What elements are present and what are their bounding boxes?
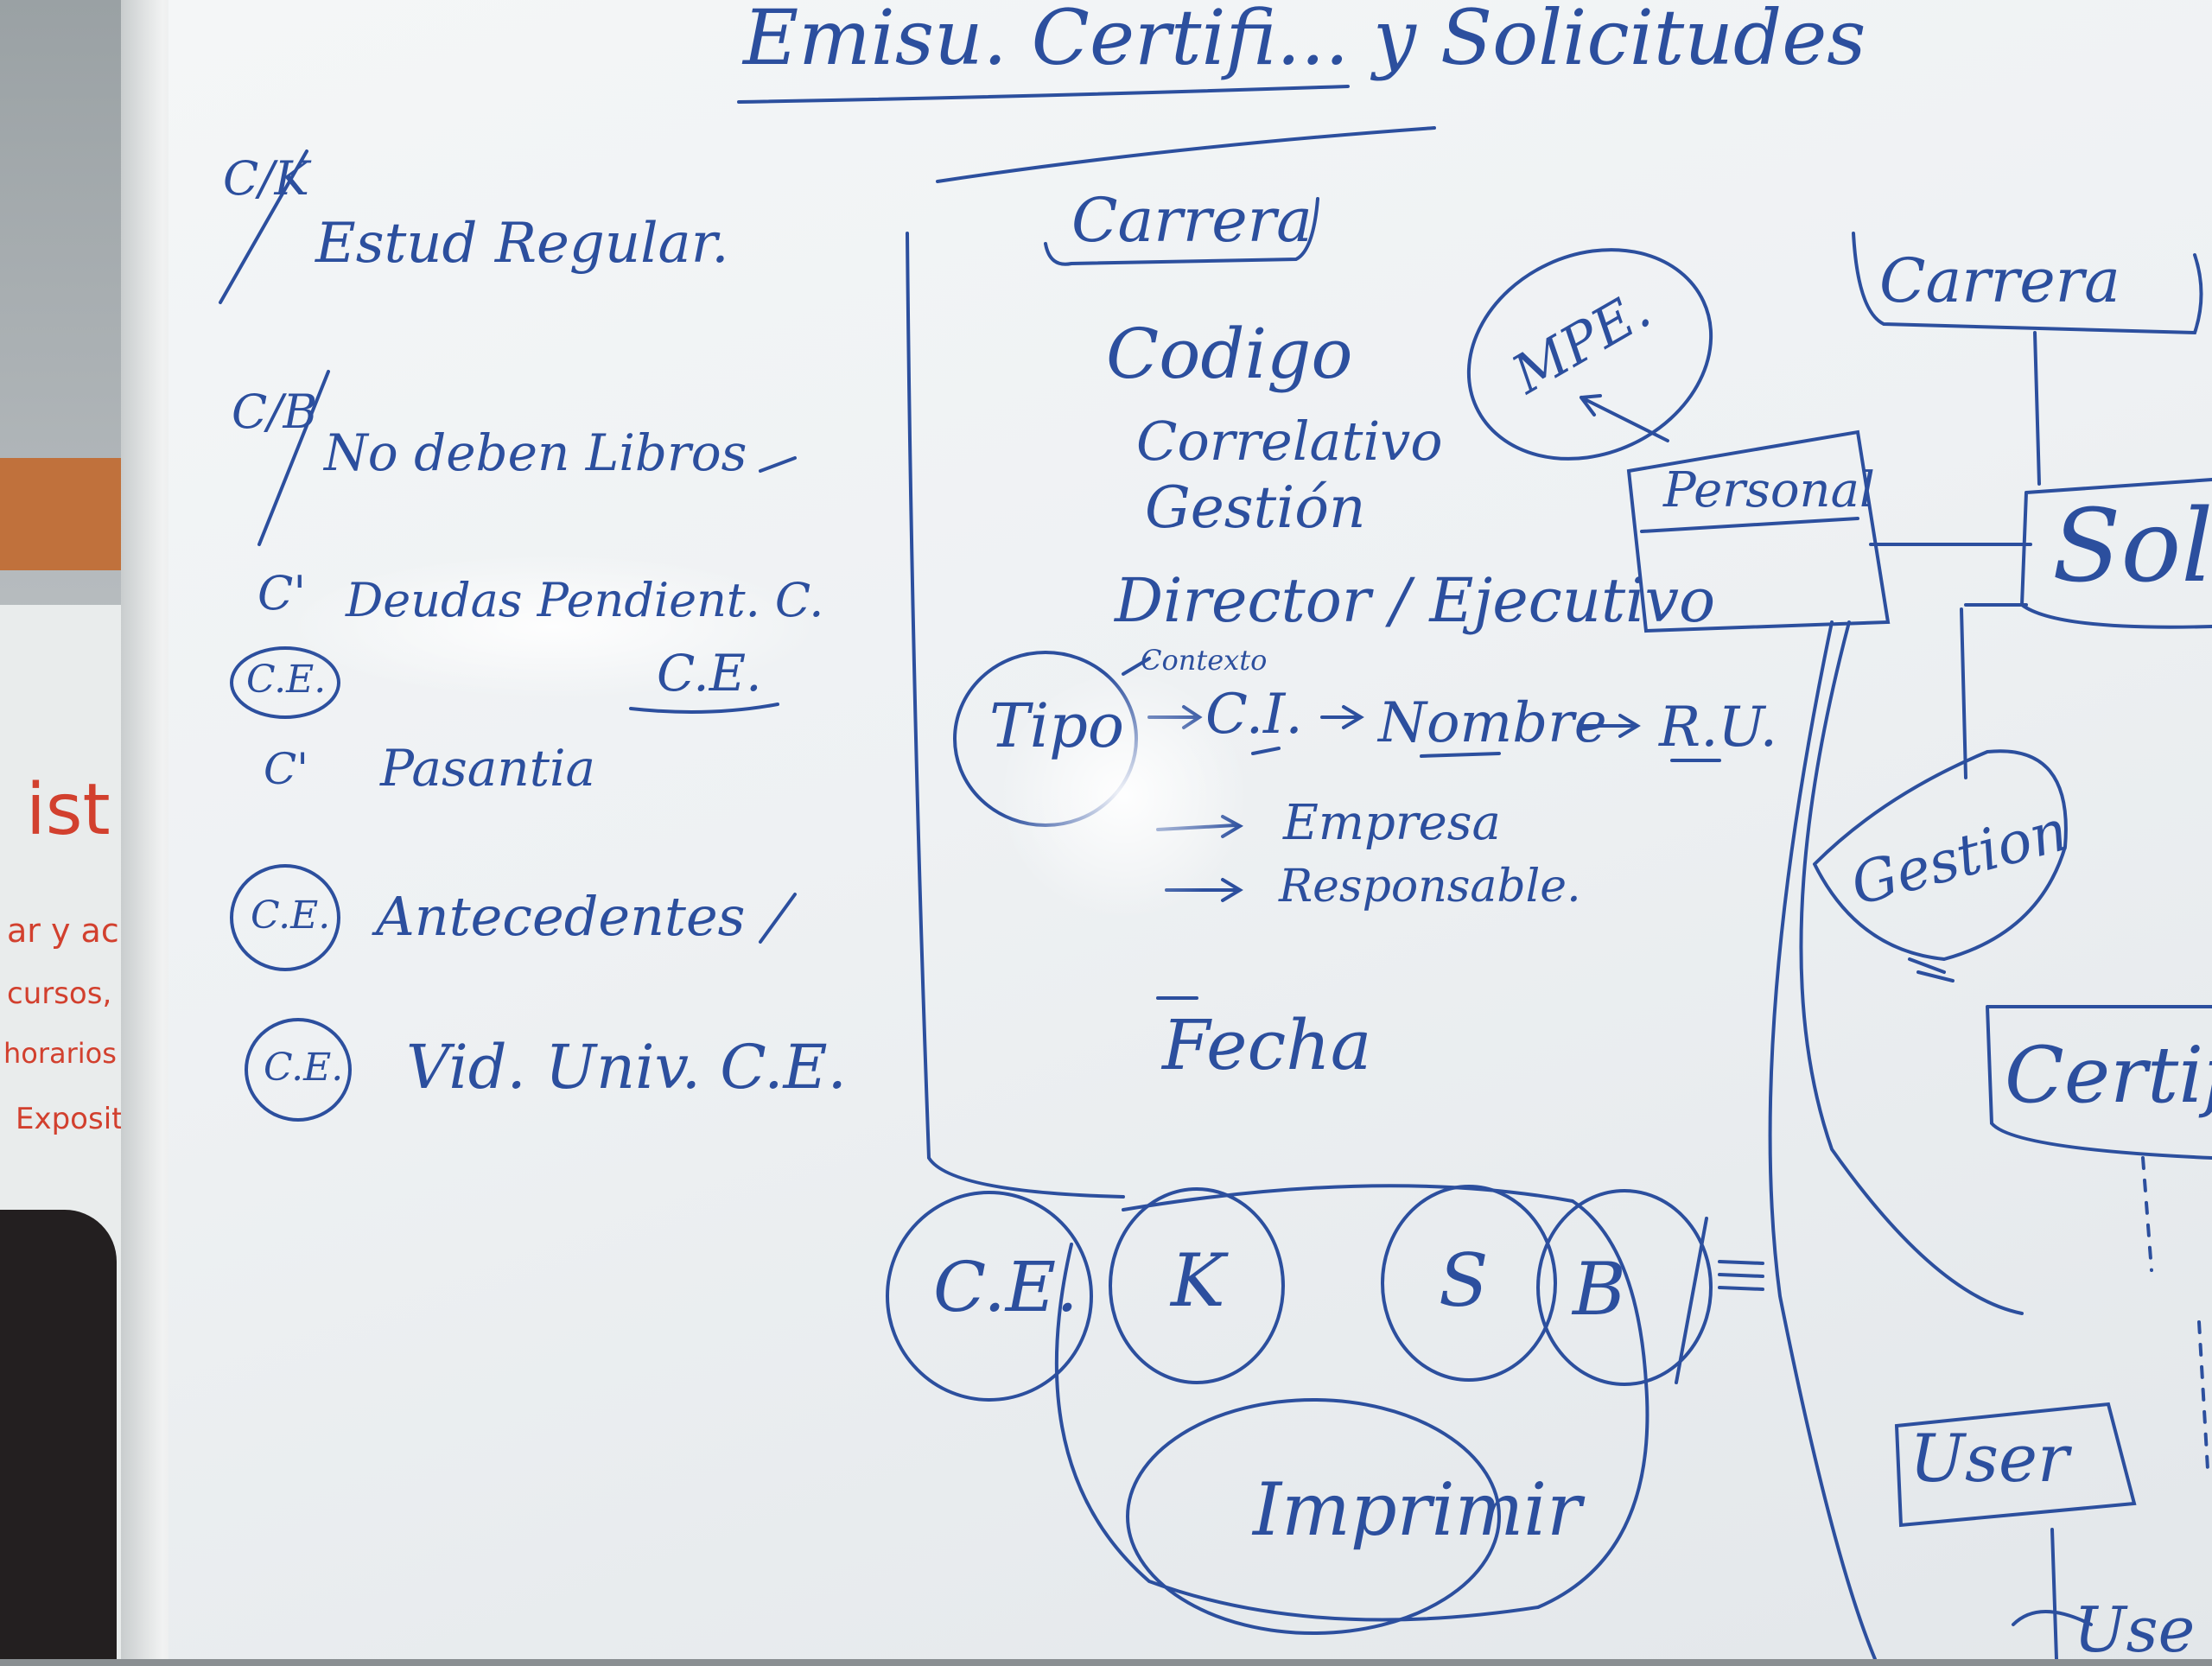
chain-ru: R.U. — [1659, 696, 1777, 760]
personal-label: Personal — [1663, 462, 1875, 518]
circle-b: B — [1573, 1247, 1626, 1332]
tipo-small-label: Contexto — [1141, 644, 1268, 677]
solicitud-label: Sol — [2052, 488, 2212, 605]
list-item: Vid. Univ. C.E. — [406, 1032, 847, 1103]
circle-s: S — [1439, 1238, 1489, 1323]
list-item: Antecedentes — [376, 885, 746, 948]
field-correlativo: Correlativo — [1136, 410, 1443, 473]
chain-ci: C.I. — [1205, 683, 1303, 747]
list-prefix: C' — [264, 744, 309, 794]
chair-back — [0, 1210, 117, 1659]
field-codigo: Codigo — [1106, 314, 1353, 394]
chain-nombre: Nombre — [1378, 691, 1607, 755]
poster-text-2: ar y ac — [7, 912, 119, 950]
imprimir-label: Imprimir — [1253, 1467, 1582, 1552]
light-glare-2 — [994, 674, 1253, 916]
field-fecha: Fecha — [1162, 1005, 1372, 1085]
poster-text-1: ist — [26, 769, 111, 851]
career-title: Carrera — [1071, 185, 1313, 256]
list-item: Estud Regular. — [315, 212, 729, 276]
field-director: Director / Ejecutivo — [1115, 565, 1716, 636]
list-item: C.E. — [657, 644, 762, 703]
list-prefix: C/K — [223, 151, 309, 206]
poster-text-3: cursos, — [7, 976, 112, 1011]
list-prefix: C' — [257, 566, 307, 620]
certif-label: Certif — [2005, 1030, 2212, 1121]
user-label-2: Use — [2074, 1593, 2196, 1666]
list-item: Deudas Pendient. C. — [346, 573, 824, 627]
list-item: Pasantia — [380, 739, 596, 798]
sub-field-responsable: Responsable. — [1279, 861, 1581, 912]
list-prefix: C.E. — [246, 658, 327, 702]
light-glare — [285, 553, 821, 700]
board-title: Emisu. Certifi... y Solicitudes — [743, 0, 1866, 82]
tipo-label: Tipo — [989, 690, 1125, 761]
field-gestion: Gestión — [1145, 474, 1366, 541]
list-prefix: C/B — [232, 385, 318, 439]
circle-ce: C.E. — [933, 1247, 1078, 1327]
poster-text-5: Exposit — [16, 1102, 124, 1136]
user-label: User — [1910, 1420, 2069, 1497]
list-prefix: C.E. — [264, 1046, 344, 1090]
list-prefix: C.E. — [251, 893, 331, 938]
list-item: No deben Libros — [324, 423, 747, 482]
carrera-right-label: Carrera — [1879, 245, 2120, 316]
poster-text-4: horarios — [3, 1037, 117, 1070]
circle-k: K — [1171, 1238, 1225, 1323]
sub-field-empresa: Empresa — [1283, 795, 1501, 851]
